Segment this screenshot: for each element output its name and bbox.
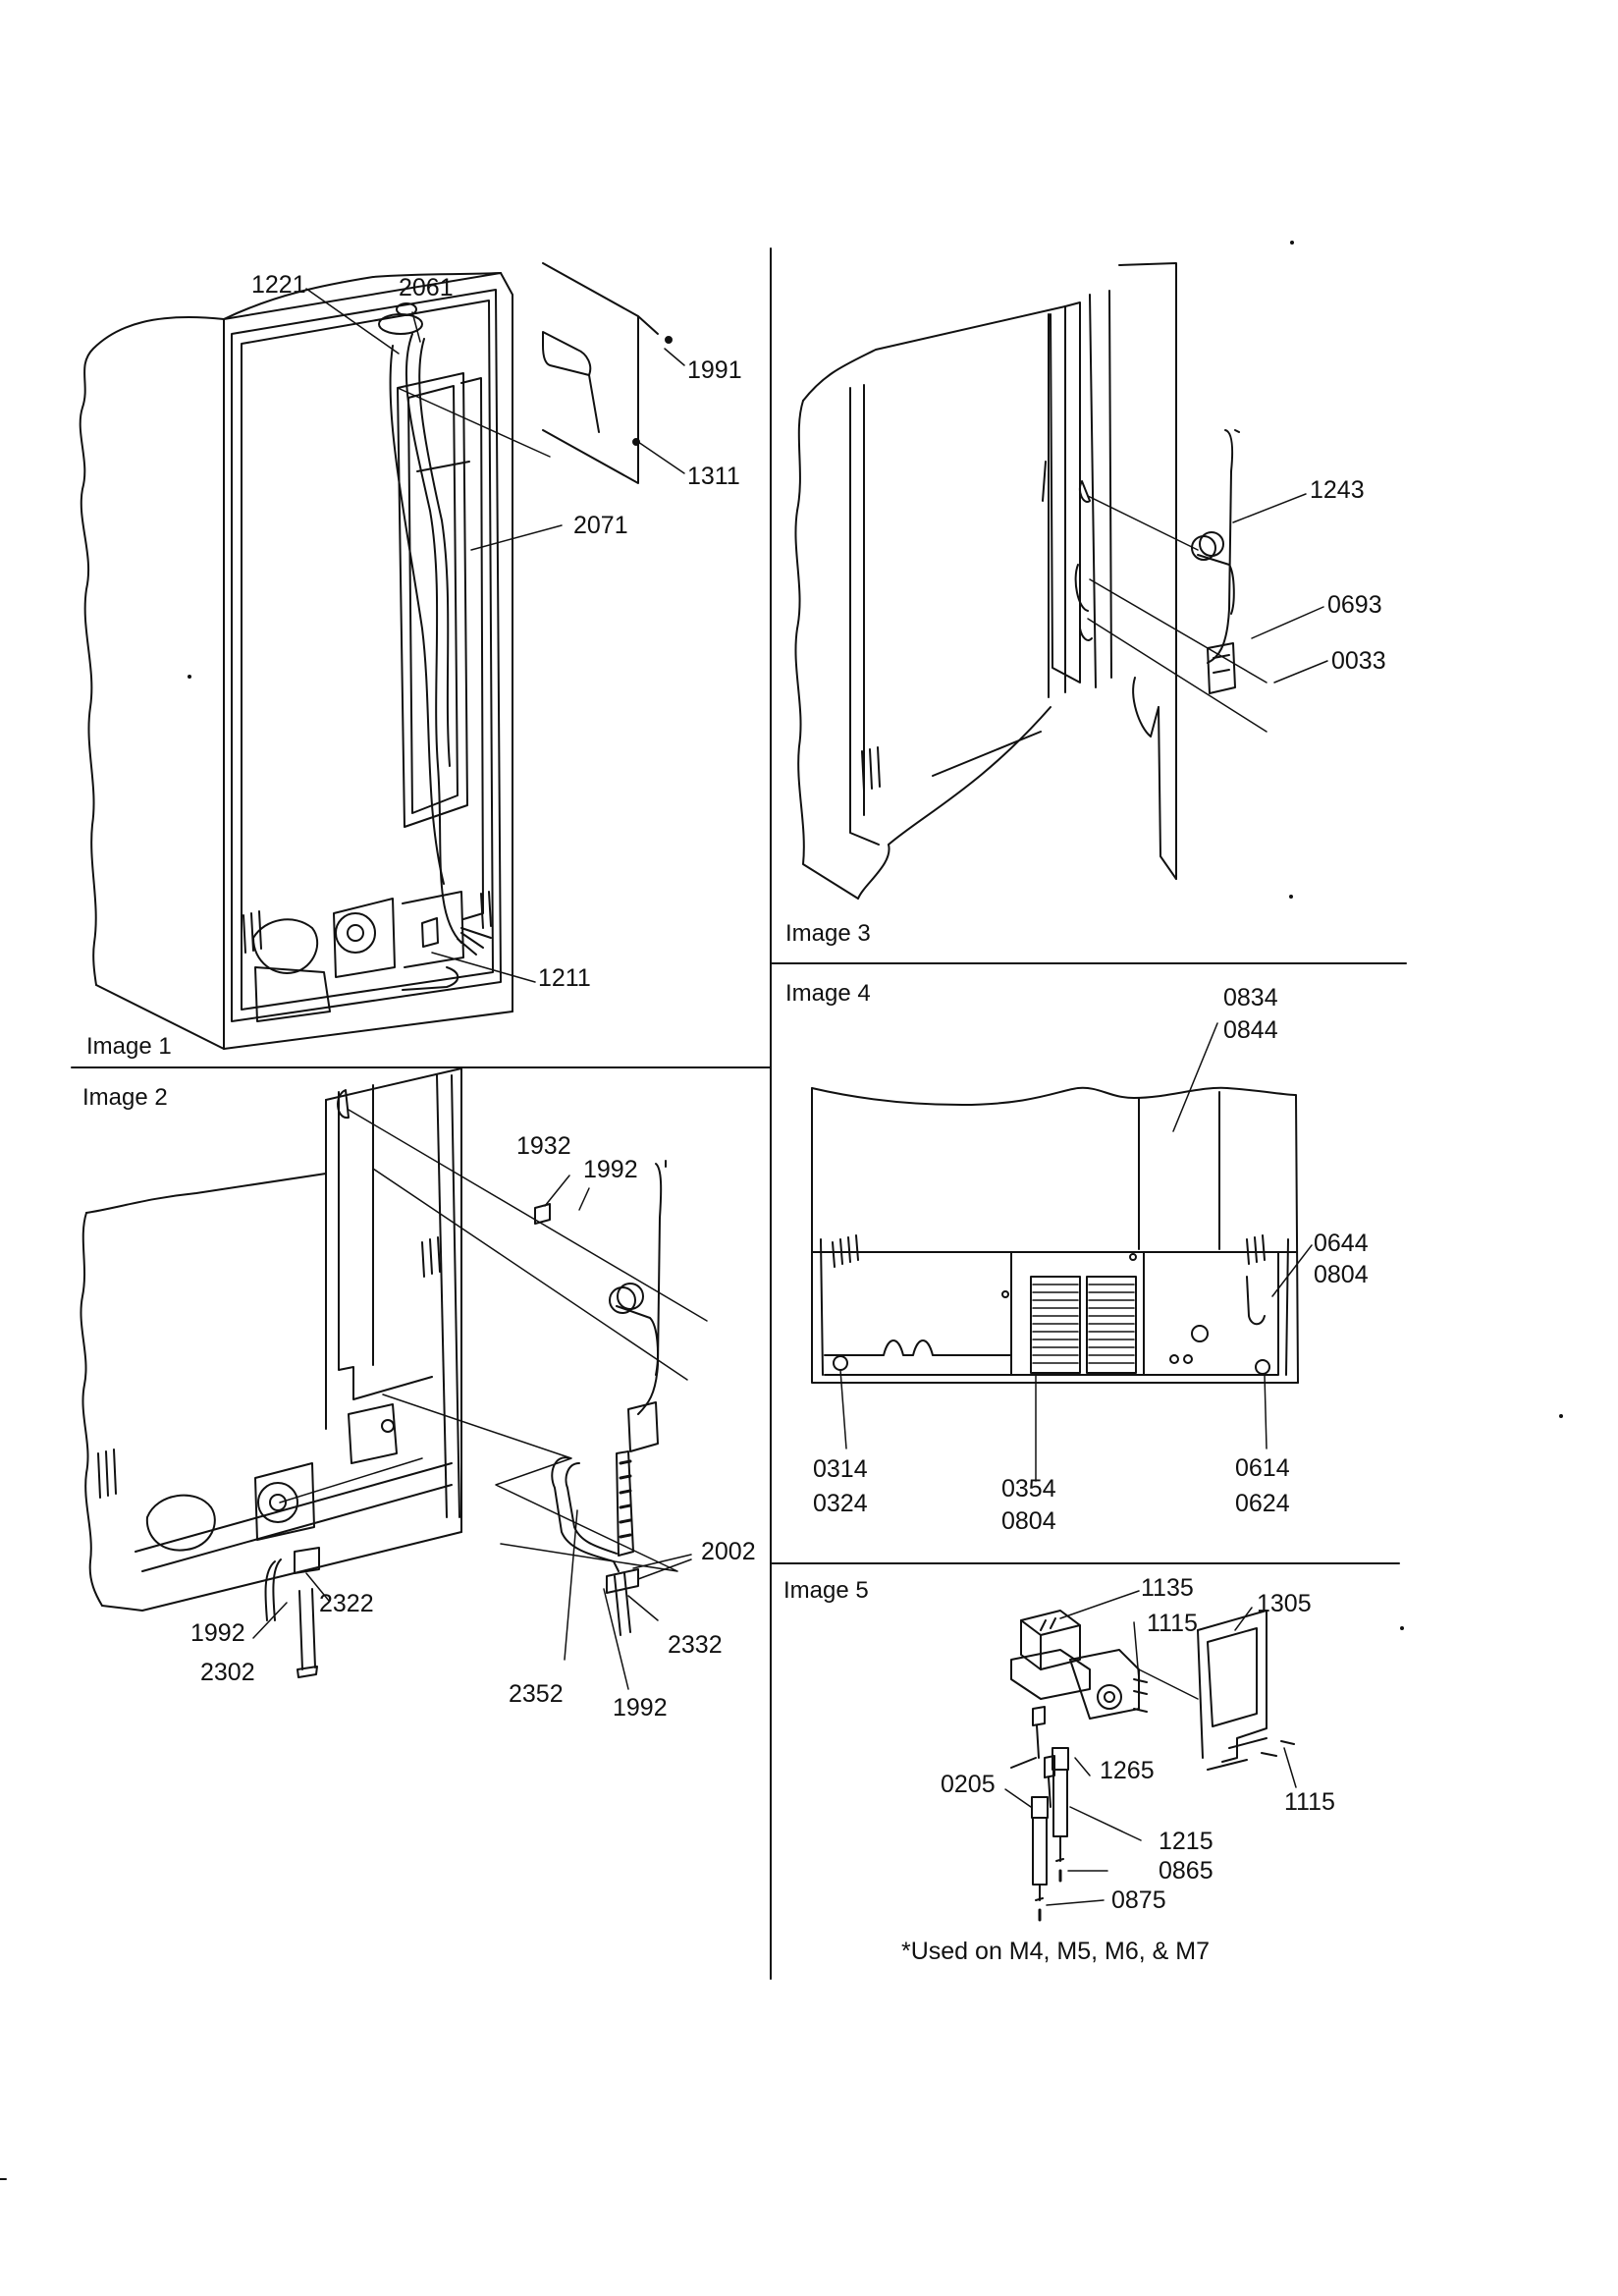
callout-1115-top: 1115 [1147, 1610, 1198, 1637]
callout-2061: 2061 [399, 274, 454, 301]
image1-cabinet [79, 262, 685, 1050]
callout-1991: 1991 [687, 356, 742, 384]
image3-assembly [794, 262, 1328, 900]
image2-assembly [80, 1067, 708, 1690]
image5-water-valve [1004, 1590, 1297, 1922]
callout-1243: 1243 [1310, 476, 1365, 504]
panel-label-image-1: Image 1 [86, 1033, 172, 1060]
callout-0844: 0844 [1223, 1016, 1278, 1044]
callout-0624: 0624 [1235, 1490, 1290, 1517]
callout-0354: 0354 [1001, 1475, 1056, 1503]
callout-2071: 2071 [573, 512, 628, 539]
callout-2352: 2352 [509, 1680, 564, 1708]
callout-1311: 1311 [687, 463, 740, 490]
callout-1992-left: 1992 [190, 1619, 245, 1647]
callout-0614: 0614 [1235, 1454, 1290, 1482]
callout-0804-upper: 0804 [1314, 1261, 1369, 1288]
callout-1211: 1211 [538, 964, 591, 992]
callout-1135: 1135 [1141, 1574, 1194, 1602]
callout-0324: 0324 [813, 1490, 868, 1517]
callout-1932: 1932 [516, 1132, 571, 1160]
callout-0875: 0875 [1111, 1886, 1166, 1914]
panel-label-image-4: Image 4 [785, 980, 871, 1007]
callout-1265: 1265 [1100, 1757, 1155, 1784]
callout-1992-top: 1992 [583, 1156, 638, 1183]
callout-1215: 1215 [1159, 1828, 1214, 1855]
callout-1992-bottom: 1992 [613, 1694, 668, 1722]
callout-1305: 1305 [1257, 1590, 1312, 1617]
footnote: *Used on M4, M5, M6, & M7 [901, 1938, 1211, 1965]
callout-1115-bottom: 1115 [1284, 1788, 1335, 1816]
panel-label-image-3: Image 3 [785, 920, 871, 947]
image4-assembly [811, 1022, 1313, 1482]
panel-dividers [71, 247, 1407, 1980]
callout-0644: 0644 [1314, 1230, 1369, 1257]
callout-0033: 0033 [1331, 647, 1386, 675]
callout-0314: 0314 [813, 1455, 868, 1483]
callout-0865: 0865 [1159, 1857, 1214, 1885]
callout-0834: 0834 [1223, 984, 1278, 1011]
callout-2302: 2302 [200, 1659, 255, 1686]
callout-2332: 2332 [668, 1631, 723, 1659]
callout-2322: 2322 [319, 1590, 374, 1617]
callout-1221: 1221 [251, 271, 306, 299]
callout-0693: 0693 [1327, 591, 1382, 619]
panel-label-image-5: Image 5 [783, 1577, 869, 1604]
panel-label-image-2: Image 2 [82, 1084, 168, 1111]
callout-0205: 0205 [941, 1771, 996, 1798]
callout-2002: 2002 [701, 1538, 756, 1565]
callout-0804-lower: 0804 [1001, 1507, 1056, 1535]
